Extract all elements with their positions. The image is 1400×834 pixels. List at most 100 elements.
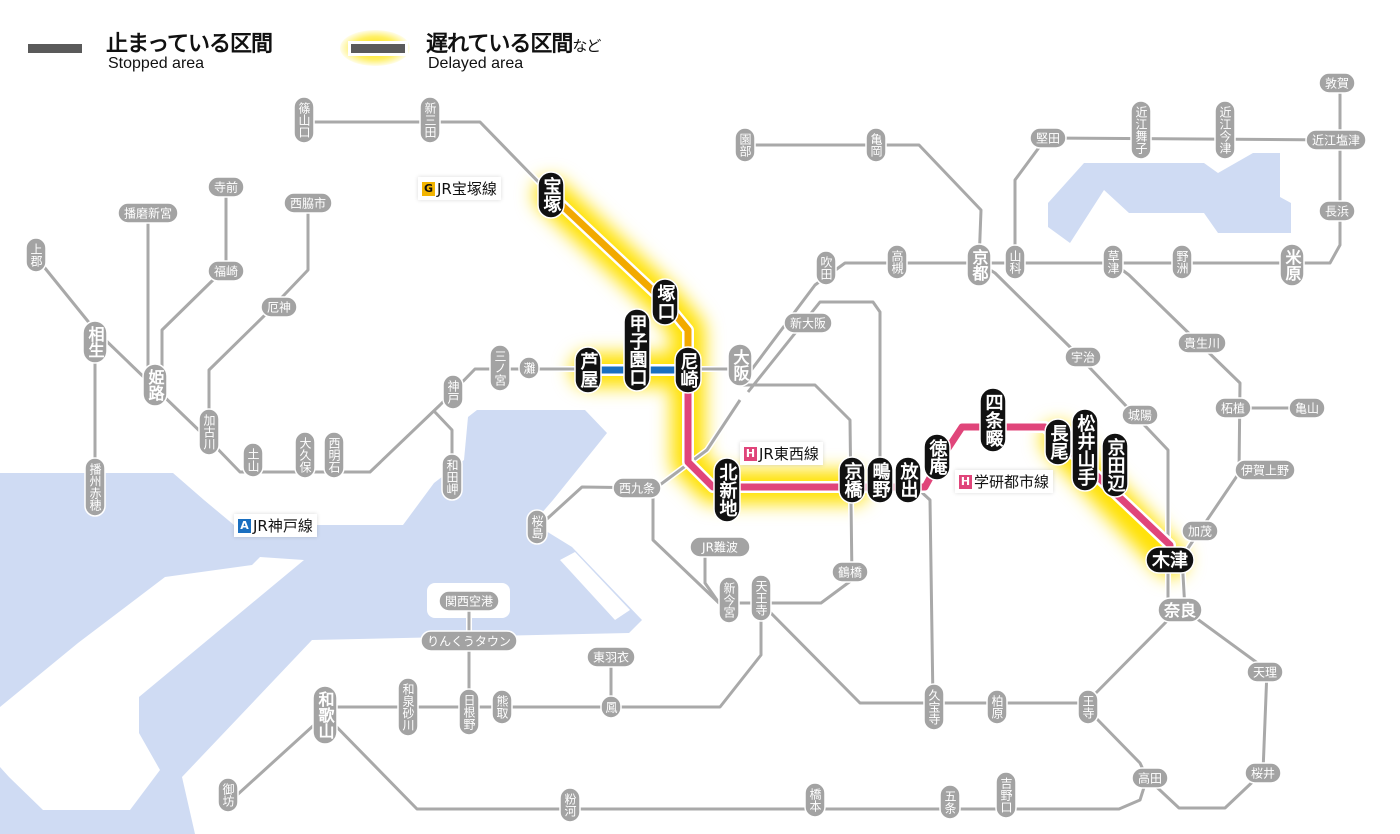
station-nagao[interactable]: 長尾 xyxy=(1044,418,1072,466)
station-kameoka[interactable]: 亀岡 xyxy=(865,127,887,163)
station-yakujin[interactable]: 厄神 xyxy=(260,296,298,318)
station-tsuruga[interactable]: 敦賀 xyxy=(1318,72,1356,94)
station-wadamisaki[interactable]: 和田岬 xyxy=(441,453,463,501)
station-pill xyxy=(1130,100,1152,160)
station-name: 鶴橋 xyxy=(838,564,862,579)
line-label-takarazuka[interactable]: G JR宝塚線 xyxy=(418,177,501,200)
station-yamashina[interactable]: 山科 xyxy=(1004,244,1026,280)
station-tsukaguchi[interactable]: 塚口 xyxy=(651,278,679,326)
station-kyobashi[interactable]: 京橋 xyxy=(838,456,866,504)
station-igaueno[interactable]: 伊賀上野 xyxy=(1234,459,1296,481)
station-pill xyxy=(207,176,245,198)
station-kamo[interactable]: 加茂 xyxy=(1181,520,1219,542)
station-takatsuki[interactable]: 高槻 xyxy=(886,244,908,280)
station-otori[interactable]: 鳳 xyxy=(600,695,622,719)
station-kashiwara[interactable]: 柏原 xyxy=(986,689,1008,725)
station-omiimazu[interactable]: 近江今津 xyxy=(1214,100,1236,160)
station-omishiotsu[interactable]: 近江塩津 xyxy=(1305,129,1367,151)
station-himeji[interactable]: 姫路 xyxy=(142,363,168,407)
station-kix[interactable]: 関西空港 xyxy=(438,590,500,612)
station-tennoji[interactable]: 天王寺 xyxy=(750,574,772,622)
station-hashimoto[interactable]: 橋本 xyxy=(804,782,826,818)
station-name: 播州赤穂 xyxy=(88,463,102,512)
station-kumatori[interactable]: 熊取 xyxy=(491,689,513,725)
station-pill xyxy=(734,127,756,163)
station-pill xyxy=(1064,346,1102,368)
station-name: 長浜 xyxy=(1325,204,1349,218)
station-gobo[interactable]: 御坊 xyxy=(217,777,239,813)
station-kobe[interactable]: 神戸 xyxy=(442,374,464,410)
station-omimaiko[interactable]: 近江舞子 xyxy=(1130,100,1152,160)
station-shinsanda[interactable]: 新三田 xyxy=(419,96,441,144)
station-kizu[interactable]: 木津 xyxy=(1145,546,1195,574)
station-sonobe[interactable]: 園部 xyxy=(734,127,756,163)
station-higashihagoromo[interactable]: 東羽衣 xyxy=(586,646,636,668)
station-takarazuka[interactable]: 宝塚 xyxy=(537,171,565,219)
station-kyoto[interactable]: 京都 xyxy=(966,243,992,287)
station-oji[interactable]: 王寺 xyxy=(1077,689,1099,725)
station-name: 徳庵 xyxy=(927,438,949,476)
station-kamigori[interactable]: 上郡 xyxy=(25,237,47,273)
station-yasu[interactable]: 野洲 xyxy=(1171,244,1193,280)
line-label-tozai[interactable]: H JR東西線 xyxy=(740,442,823,465)
station-osaka[interactable]: 大阪 xyxy=(727,343,753,387)
station-uji[interactable]: 宇治 xyxy=(1064,346,1102,368)
station-wakayama[interactable]: 和歌山 xyxy=(312,685,338,745)
station-pill xyxy=(489,344,511,392)
station-nagahama[interactable]: 長浜 xyxy=(1318,200,1356,222)
station-yoshinoguchi[interactable]: 吉野口 xyxy=(995,771,1017,819)
station-izumisunagawa[interactable]: 和泉砂川 xyxy=(397,677,419,737)
station-rinku[interactable]: りんくうタウン xyxy=(420,630,518,652)
station-tenri[interactable]: 天理 xyxy=(1246,661,1284,683)
station-takada[interactable]: 高田 xyxy=(1131,767,1169,789)
line-label-gakken[interactable]: H 学研都市線 xyxy=(955,470,1054,493)
station-pill xyxy=(84,457,106,517)
station-tokuan[interactable]: 徳庵 xyxy=(923,433,951,481)
station-pill xyxy=(1318,200,1356,222)
station-nishiwakishi[interactable]: 西脇市 xyxy=(283,192,333,214)
station-tsuge[interactable]: 柘植 xyxy=(1214,397,1252,419)
station-koshienguchi[interactable]: 甲子園口 xyxy=(623,308,651,392)
station-gojo[interactable]: 五条 xyxy=(939,784,961,820)
station-sasayamaguchi[interactable]: 篠山口 xyxy=(293,96,315,144)
station-kyotanabe[interactable]: 京田辺 xyxy=(1101,432,1129,498)
station-shigino[interactable]: 鴫野 xyxy=(866,456,894,504)
station-tsuruhashi[interactable]: 鶴橋 xyxy=(831,561,869,583)
station-banshuako[interactable]: 播州赤穂 xyxy=(84,457,106,517)
station-kakogawa[interactable]: 加古川 xyxy=(198,408,220,456)
station-amagasaki[interactable]: 尼崎 xyxy=(674,346,702,394)
station-shinosaka[interactable]: 新大阪 xyxy=(783,312,833,334)
station-kibukawa[interactable]: 貴生川 xyxy=(1177,332,1227,354)
station-harimashingu[interactable]: 播磨新宮 xyxy=(117,202,179,224)
station-kyuhoji[interactable]: 久宝寺 xyxy=(923,683,945,731)
station-suita[interactable]: 吹田 xyxy=(815,250,837,286)
station-aioi[interactable]: 相生 xyxy=(82,320,108,364)
station-kokawa[interactable]: 粉河 xyxy=(559,787,581,823)
station-sannomiya[interactable]: 三ノ宮 xyxy=(489,344,511,392)
station-joyo[interactable]: 城陽 xyxy=(1121,404,1159,426)
station-nara[interactable]: 奈良 xyxy=(1157,597,1203,623)
station-hineno[interactable]: 日根野 xyxy=(458,688,480,736)
station-katata[interactable]: 堅田 xyxy=(1029,127,1067,149)
station-shijonawate[interactable]: 四条畷 xyxy=(979,387,1007,453)
station-okubo[interactable]: 大久保 xyxy=(294,431,316,479)
line-label-kobe[interactable]: A JR神戸線 xyxy=(234,514,317,537)
station-fukusaki[interactable]: 福崎 xyxy=(207,260,245,282)
station-sakurai[interactable]: 桜井 xyxy=(1244,762,1282,784)
station-teramae[interactable]: 寺前 xyxy=(207,176,245,198)
station-nishiakashi[interactable]: 西明石 xyxy=(323,431,345,479)
station-hanaten[interactable]: 放出 xyxy=(894,456,922,504)
station-kitashinchi[interactable]: 北新地 xyxy=(713,457,741,523)
station-nada[interactable]: 灘 xyxy=(518,356,540,380)
station-maibara[interactable]: 米原 xyxy=(1279,243,1305,287)
station-jrnamba[interactable]: JR難波 xyxy=(689,536,751,558)
station-sakurajima[interactable]: 桜島 xyxy=(526,509,548,545)
station-kameyama[interactable]: 亀山 xyxy=(1288,397,1326,419)
station-tsuchiyama[interactable]: 土山 xyxy=(242,442,264,478)
station-matsuiyamate[interactable]: 松井山手 xyxy=(1071,408,1099,492)
station-nishikujo[interactable]: 西九条 xyxy=(612,477,662,499)
station-ashiya[interactable]: 芦屋 xyxy=(574,346,602,394)
station-name: 塚口 xyxy=(655,284,676,320)
station-kusatsu[interactable]: 草津 xyxy=(1102,244,1124,280)
station-shinimamiya[interactable]: 新今宮 xyxy=(718,576,740,624)
